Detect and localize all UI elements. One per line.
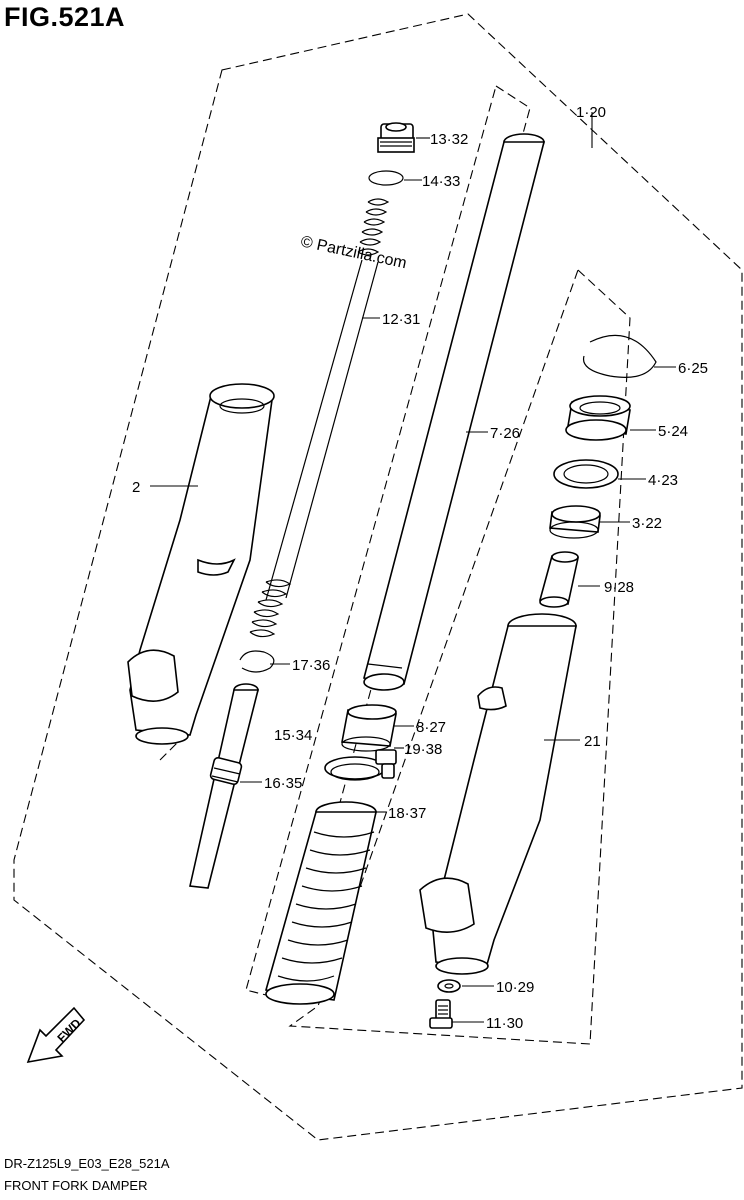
inner-tube-part xyxy=(363,133,546,691)
fwd-arrow-icon: FWD xyxy=(26,1006,86,1064)
rebound-spring-part xyxy=(357,198,390,256)
left-tube-guide xyxy=(159,739,181,761)
callout-14-33: 14·33 xyxy=(422,173,460,190)
assembly-boundary-outer xyxy=(13,13,743,1141)
callout-5-24: 5·24 xyxy=(658,423,688,440)
callout-15-34: 15·34 xyxy=(274,727,312,744)
watermark-text: © Partzilla.com xyxy=(299,233,408,272)
callout-21: 21 xyxy=(584,733,601,750)
callout-4-23: 4·23 xyxy=(648,472,678,489)
callout-2: 2 xyxy=(132,479,140,496)
stopper-ring-part xyxy=(582,334,657,378)
callout-13-32: 13·32 xyxy=(430,131,468,148)
damper-rod-line xyxy=(265,259,363,601)
figure-title: FIG.521A xyxy=(4,2,126,32)
oil-lock-piece-part xyxy=(538,551,579,608)
callout-19-38: 19·38 xyxy=(404,741,442,758)
cap-bolt-part xyxy=(377,122,415,153)
callout-3-22: 3·22 xyxy=(632,515,662,532)
leader-lines xyxy=(150,112,676,1023)
slide-bushing-part xyxy=(341,704,397,752)
seal-spacer-part xyxy=(553,459,619,489)
callout-18-37: 18·37 xyxy=(388,805,426,822)
figure-description: FRONT FORK DAMPER xyxy=(4,1178,148,1193)
outer-tube-boundary xyxy=(288,269,631,1045)
callout-7-26: 7·26 xyxy=(490,425,520,442)
inner-tube-boundary xyxy=(245,85,531,1001)
model-code: DR-Z125L9_E03_E28_521A xyxy=(4,1156,170,1171)
damper-rod-part xyxy=(189,683,260,889)
boot-clamp-part xyxy=(324,749,397,781)
callout-10-29: 10·29 xyxy=(496,979,534,996)
callout-6-25: 6·25 xyxy=(678,360,708,377)
callout-16-35: 16·35 xyxy=(264,775,302,792)
o-ring-part xyxy=(368,170,404,186)
callout-17-36: 17·36 xyxy=(292,657,330,674)
callout-9-28: 9·28 xyxy=(604,579,634,596)
snap-ring-part xyxy=(239,650,275,673)
callout-1-20: 1·20 xyxy=(576,104,606,121)
damper-bolt-part xyxy=(429,999,453,1029)
left-outer-tube-part xyxy=(127,383,275,745)
dust-boot-part xyxy=(264,801,377,1005)
callout-12-31: 12·31 xyxy=(382,311,420,328)
gasket-washer-part xyxy=(437,979,461,993)
guide-bushing-part xyxy=(549,505,601,539)
callout-8-27: 8·27 xyxy=(416,719,446,736)
oil-seal-part xyxy=(565,395,631,441)
right-outer-tube-part xyxy=(419,613,577,975)
fork-spring-part xyxy=(249,579,292,638)
callout-11-30: 11·30 xyxy=(486,1015,523,1032)
